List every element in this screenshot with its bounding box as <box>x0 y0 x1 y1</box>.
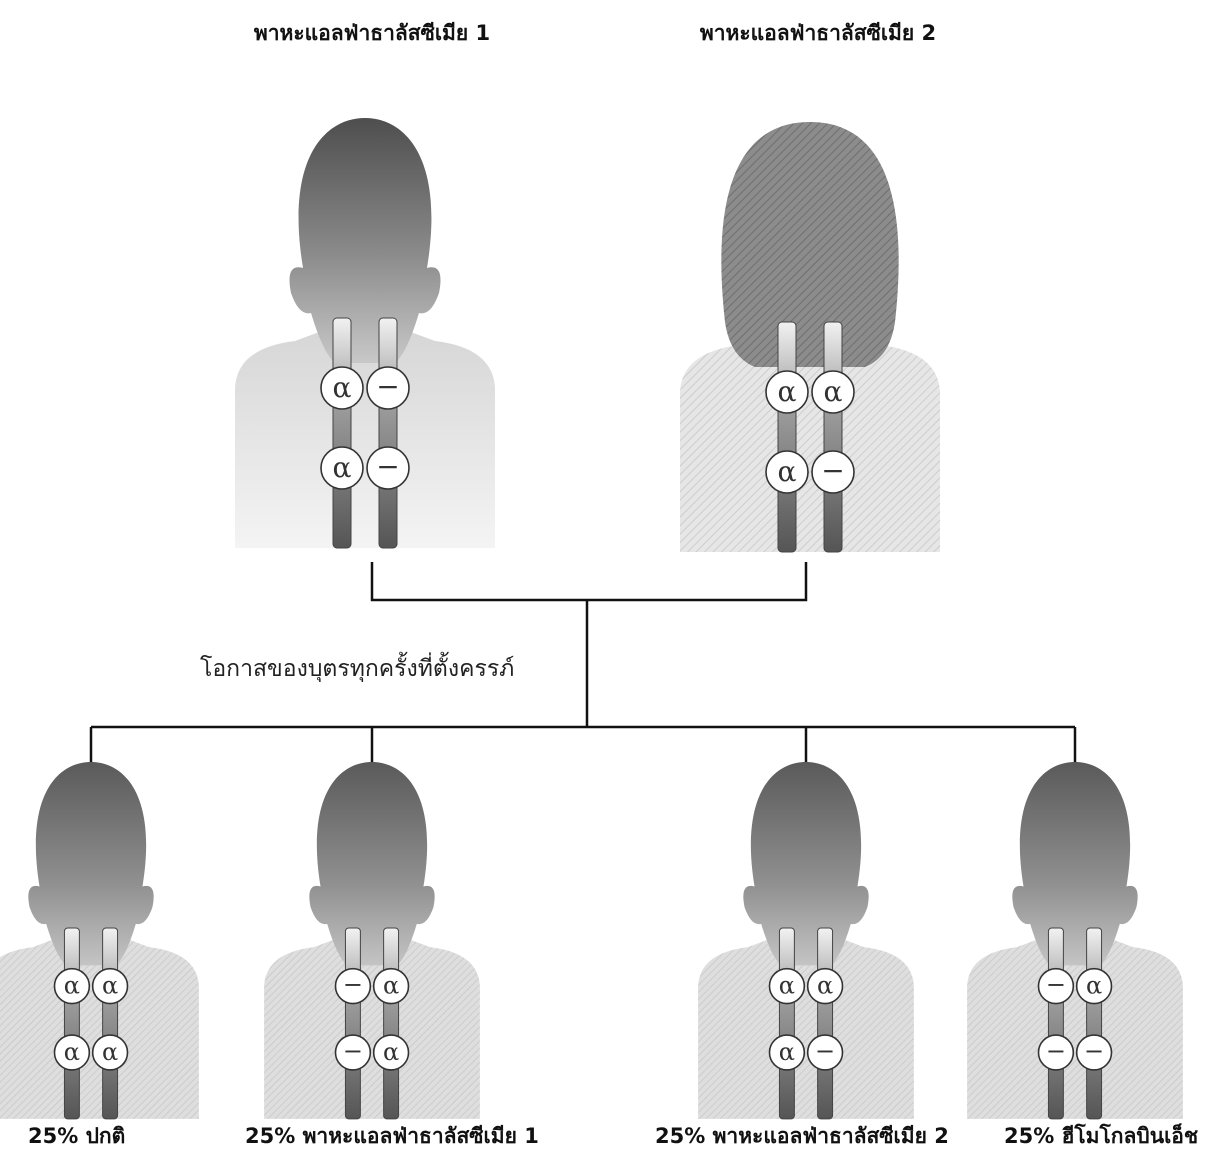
child-1-chromosome-2 <box>103 928 118 1119</box>
child-1-caption: 25% ปกติ <box>28 1124 125 1148</box>
child-2-caption: 25% พาหะแอลฟ่าธาลัสซีเมีย 1 <box>245 1124 539 1148</box>
child-2-gene-1-0: − <box>343 1037 363 1065</box>
child-1-head <box>28 762 153 965</box>
child-2-figure: −α−α <box>264 762 480 1119</box>
child-3-gene-1-1: − <box>815 1037 835 1065</box>
parent-2-title: พาหะแอลฟ่าธาลัสซีเมีย 2 <box>700 21 936 45</box>
child-4-caption: 25% ฮีโมโกลบินเอ็ช <box>1004 1122 1198 1148</box>
parent-2-head <box>721 122 898 367</box>
parent-2-gene-1-0: α <box>778 455 797 488</box>
parent-connector <box>372 562 806 600</box>
child-3-gene-0-1: α <box>817 972 833 1000</box>
parent-2-chromosome-2 <box>824 322 842 552</box>
parent-1-gene-0-1: − <box>376 370 399 403</box>
parent-1-gene-1-1: − <box>376 450 399 483</box>
parent-1-title: พาหะแอลฟ่าธาลัสซีเมีย 1 <box>254 21 490 45</box>
child-3-chromosome-1 <box>779 928 794 1119</box>
child-3-caption: 25% พาหะแอลฟ่าธาลัสซีเมีย 2 <box>655 1124 949 1148</box>
parent-1-gene-0-0: α <box>333 371 352 404</box>
child-2-gene-0-0: − <box>343 971 363 999</box>
child-3-gene-0-0: α <box>779 972 795 1000</box>
child-2-chromosome-1 <box>345 928 360 1119</box>
child-4-gene-0-0: − <box>1046 971 1066 999</box>
child-4-chromosome-2 <box>1087 928 1102 1119</box>
parent-1-head <box>290 118 441 363</box>
child-1-gene-0-0: α <box>64 972 80 1000</box>
child-4-gene-1-0: − <box>1046 1037 1066 1065</box>
parent-2-gene-1-1: − <box>821 454 844 487</box>
child-2-gene-0-1: α <box>383 972 399 1000</box>
parent-2-chromosome-1 <box>778 322 796 552</box>
child-1-gene-0-1: α <box>102 972 118 1000</box>
chance-label: โอกาสของบุตรทุกครั้งที่ตั้งครรภ์ <box>200 652 514 682</box>
child-4-gene-0-1: α <box>1086 972 1102 1000</box>
child-1-gene-1-0: α <box>64 1038 80 1066</box>
child-3-gene-1-0: α <box>779 1038 795 1066</box>
parent-1-chromosome-1 <box>333 318 351 548</box>
child-4-gene-1-1: − <box>1084 1037 1104 1065</box>
parent-1-figure: α−α− <box>235 118 495 548</box>
child-4-chromosome-1 <box>1048 928 1063 1119</box>
child-2-gene-1-1: α <box>383 1038 399 1066</box>
child-1-chromosome-1 <box>64 928 79 1119</box>
child-2-head <box>309 762 434 965</box>
child-4-head <box>1012 762 1137 965</box>
child-3-head <box>743 762 868 965</box>
parent-1-chromosome-2 <box>379 318 397 548</box>
child-4-figure: −α−− <box>967 762 1183 1119</box>
parent-1-gene-1-0: α <box>333 451 352 484</box>
parent-2-gene-0-0: α <box>778 375 797 408</box>
child-2-chromosome-2 <box>384 928 399 1119</box>
child-1-gene-1-1: α <box>102 1038 118 1066</box>
child-3-chromosome-2 <box>818 928 833 1119</box>
parent-2-gene-0-1: α <box>824 375 843 408</box>
